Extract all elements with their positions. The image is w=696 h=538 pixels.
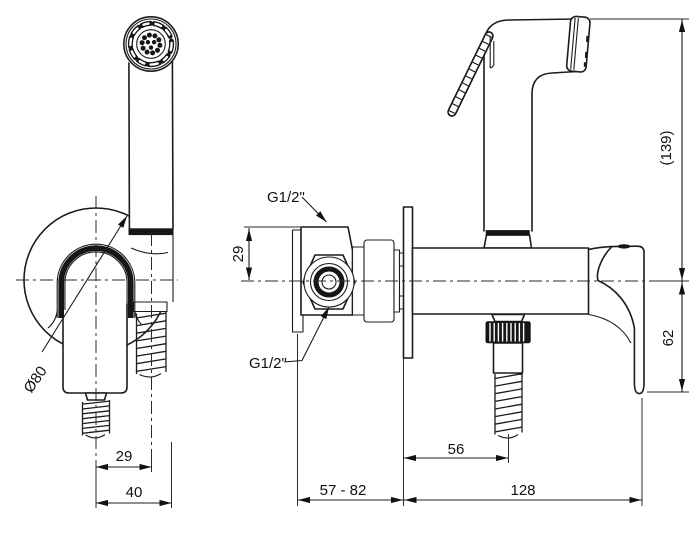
trigger-lever [447,31,495,117]
dim-label-valve-top-offset: 29 [230,246,247,263]
spray-head-face [123,15,180,73]
dimension-arrowhead [96,499,108,507]
dim-label-left-hose-offset: 29 [116,448,133,465]
right-view [241,15,658,439]
dimension-arrowhead [245,229,253,241]
dimension-arrowhead [391,496,403,504]
dimensions: 29 40 Ø80 G1/2" G1/2" 29 (139) 62 56 57 … [20,18,689,508]
dimension-arrowhead [118,216,127,228]
wall-plate [402,206,414,359]
dimension-arrowhead [678,20,686,32]
dimension-arrowhead [496,454,508,462]
dim-label-holder-length: 128 [510,482,535,499]
dimension-arrowhead [139,463,152,471]
dim-label-height-above-axis: (139) [658,130,675,165]
dimension-arrowhead [678,268,686,280]
dim-label-height-below-axis: 62 [660,330,677,347]
supply-hose [132,301,168,378]
diameter-label: Ø80 [20,363,50,396]
dim-label-wall-depth-range: 57 - 82 [320,482,367,499]
sprayer-neck [128,60,174,230]
hose-elbow [127,229,174,302]
dimension-arrowhead [678,379,686,391]
hex-inlet [302,254,356,310]
dim-label-hose-offset-from-wall: 56 [448,441,465,458]
diameter-leader [41,215,128,353]
thread-bottom-leader [283,306,330,363]
dimension-arrowhead [404,454,416,462]
dim-label-left-total-width: 40 [126,484,143,501]
spray-head-side [565,15,591,73]
dimension-arrowhead [298,496,310,504]
sprayer-grip [62,294,128,394]
hose-connection [485,313,531,439]
dimension-arrowhead [159,499,172,507]
handle-nut [483,234,533,249]
thread-label-top: G1/2" [267,189,305,206]
dimension-arrowhead [404,496,417,504]
thread-label-bottom: G1/2" [249,355,287,372]
dimension-arrowhead [320,307,329,320]
holder-hook [47,243,143,329]
valve-assembly [241,206,658,439]
sprayer-side [447,15,591,249]
left-view [16,15,180,462]
dimension-arrowhead [678,282,686,295]
dimension-arrowhead [96,463,108,471]
dimension-arrowhead [315,211,327,222]
dimension-arrowhead [629,496,642,504]
holder-handle [587,244,645,395]
dimension-arrowhead [245,267,253,280]
